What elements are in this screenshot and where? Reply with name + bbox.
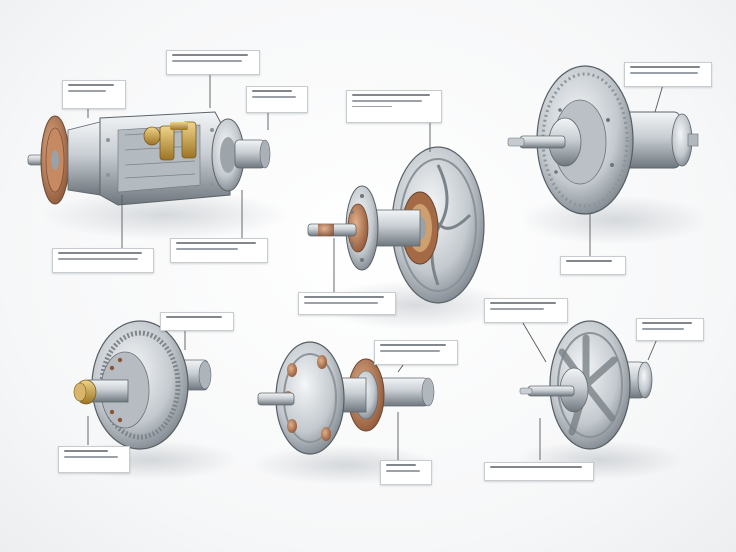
label-1 — [62, 80, 126, 109]
dual-flange-coupling — [257, 341, 435, 455]
label-11 — [58, 446, 130, 473]
label-4 — [52, 248, 154, 273]
disc-hub-motor — [507, 65, 699, 215]
transmission-assembly — [27, 111, 271, 206]
bevel-gear-hub — [73, 320, 212, 450]
label-9 — [560, 256, 626, 275]
label-7 — [298, 292, 396, 315]
label-15 — [636, 318, 704, 341]
flanged-shaft-gear-unit — [307, 146, 485, 304]
label-8 — [624, 62, 712, 87]
label-5 — [170, 238, 268, 263]
label-10 — [160, 312, 234, 331]
label-13 — [380, 460, 432, 485]
shadow — [520, 195, 710, 245]
spoked-disc-hub — [519, 320, 653, 450]
label-6 — [346, 90, 442, 123]
label-12 — [374, 340, 458, 365]
label-14 — [484, 298, 568, 323]
label-3 — [246, 86, 308, 113]
label-16 — [484, 462, 594, 481]
label-2 — [166, 50, 260, 75]
